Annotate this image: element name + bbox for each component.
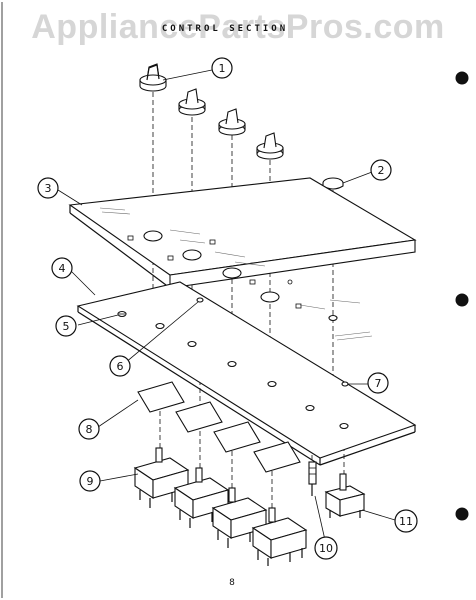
callout-group: 1 2 3 4 5 6 7 bbox=[37, 57, 418, 560]
callout-5: 5 bbox=[55, 315, 77, 337]
control-knob bbox=[218, 108, 246, 136]
mounting-screw bbox=[196, 297, 204, 303]
control-knob bbox=[256, 132, 284, 160]
indicator-lamp bbox=[308, 461, 317, 496]
callout-8: 8 bbox=[78, 418, 100, 440]
callout-6: 6 bbox=[109, 355, 131, 377]
svg-text:5: 5 bbox=[63, 320, 70, 333]
svg-text:10: 10 bbox=[319, 542, 333, 555]
binder-hole-mark bbox=[455, 507, 469, 521]
insulator-pad bbox=[137, 381, 301, 473]
callout-3: 3 bbox=[37, 177, 59, 199]
page-number: 8 bbox=[229, 578, 235, 588]
push-switch bbox=[324, 473, 366, 518]
section-title: CONTROL SECTION bbox=[161, 24, 289, 34]
svg-text:2: 2 bbox=[378, 164, 385, 177]
svg-text:7: 7 bbox=[375, 377, 382, 390]
svg-text:6: 6 bbox=[117, 360, 124, 373]
control-knob bbox=[139, 63, 167, 92]
svg-text:8: 8 bbox=[86, 423, 93, 436]
binder-hole-mark bbox=[455, 293, 469, 307]
control-knob bbox=[178, 88, 206, 116]
svg-text:9: 9 bbox=[87, 475, 94, 488]
callout-11: 11 bbox=[394, 509, 418, 533]
binder-hole-mark bbox=[455, 71, 469, 85]
svg-text:3: 3 bbox=[45, 182, 52, 195]
callout-7: 7 bbox=[367, 372, 389, 394]
infinite-switch bbox=[251, 507, 308, 566]
callout-leaders bbox=[57, 69, 396, 541]
callout-10: 10 bbox=[314, 536, 338, 560]
svg-text:1: 1 bbox=[219, 62, 226, 75]
callout-1: 1 bbox=[211, 57, 233, 79]
svg-text:4: 4 bbox=[59, 262, 66, 275]
mounting-screw bbox=[117, 310, 127, 318]
trim-plate bbox=[76, 281, 417, 466]
callout-9: 9 bbox=[79, 470, 101, 492]
callout-4: 4 bbox=[51, 257, 73, 279]
control-panel bbox=[68, 177, 417, 341]
infinite-switch bbox=[133, 447, 190, 508]
callout-2: 2 bbox=[370, 159, 392, 181]
svg-text:11: 11 bbox=[399, 515, 413, 528]
infinite-switch bbox=[211, 487, 268, 548]
mounting-screw bbox=[341, 381, 349, 387]
